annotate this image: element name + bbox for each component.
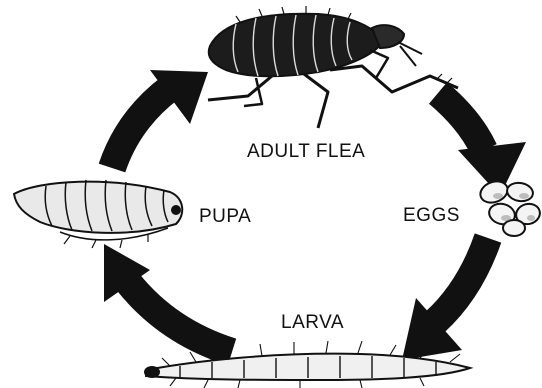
arrow-adult-to-eggs <box>438 93 526 196</box>
arrow-eggs-to-larva <box>402 238 488 360</box>
stage-label-eggs: EGGS <box>403 205 460 227</box>
arrow-pupa-to-adult <box>112 70 208 168</box>
adult-flea-illustration <box>208 6 458 128</box>
arrow-larva-to-pupa <box>104 244 232 352</box>
stage-label-larva: LARVA <box>281 312 344 334</box>
flea-pupa-illustration <box>14 180 182 248</box>
stage-label-pupa: PUPA <box>199 206 251 228</box>
flea-eggs-illustration <box>477 178 542 236</box>
stage-label-adult-flea: ADULT FLEA <box>247 141 365 163</box>
